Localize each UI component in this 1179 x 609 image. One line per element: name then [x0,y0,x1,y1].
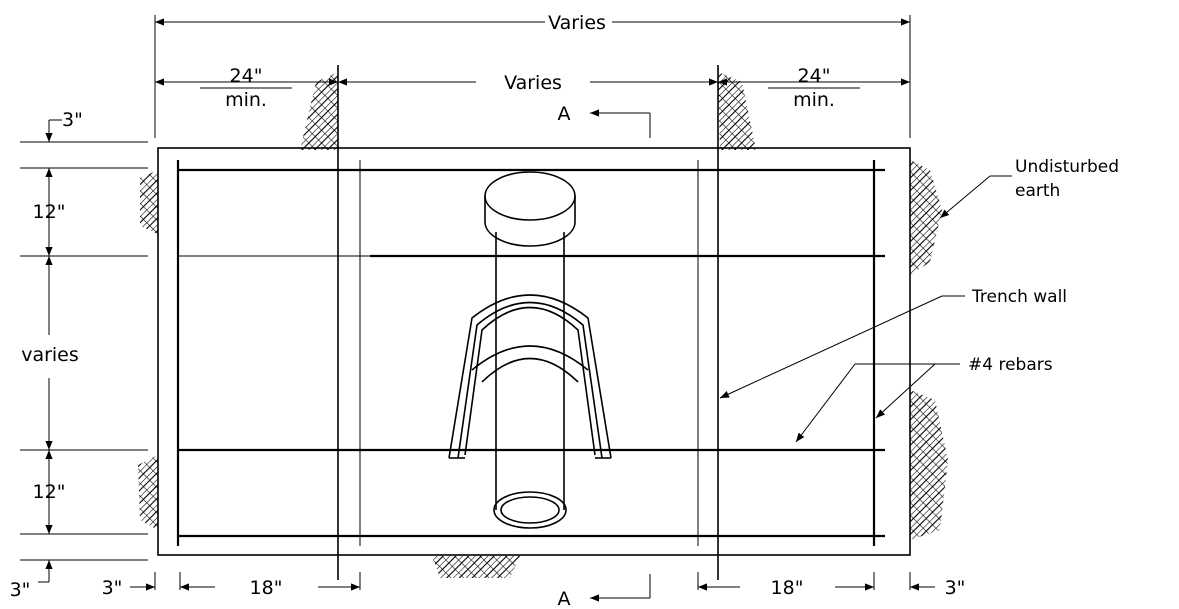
bottom-band-label: 12" [33,481,66,503]
left-bar-offset-label: 18" [250,577,283,599]
undisturbed-earth-label-line1: Undisturbed [1015,157,1119,177]
left-clearance-label: 24" [230,65,263,87]
right-clearance-note: min. [793,89,835,111]
left-dimensions [20,119,148,583]
section-marker-bottom: A [558,588,571,609]
rebars-label: #4 rebars [968,355,1053,375]
top-dimensions [154,15,911,138]
left-clearance-note: min. [225,89,267,111]
bottom-dimensions [130,572,935,591]
trench-walls [337,65,719,580]
right-bar-offset-label: 18" [771,577,804,599]
undisturbed-earth-label-line2: earth [1015,181,1060,201]
section-markers [590,109,651,602]
pipe-fitting [448,171,612,529]
right-cover-label: 3" [945,577,966,599]
top-cover-label: 3" [62,109,83,131]
concrete-block-outline [157,147,911,556]
left-cover-label: 3" [102,577,123,599]
right-clearance-label: 24" [798,65,831,87]
section-marker-top: A [558,103,571,125]
middle-band-label: varies [21,344,79,366]
trench-wall-label: Trench wall [971,287,1067,307]
undisturbed-earth-hatching [138,72,948,578]
bottom-cover-label: 3" [10,579,31,601]
rebar-grid [176,160,885,546]
callout-leaders [719,175,1012,443]
overall-width-label: Varies [548,12,606,34]
inner-width-label: Varies [504,72,562,94]
top-band-label: 12" [33,201,66,223]
